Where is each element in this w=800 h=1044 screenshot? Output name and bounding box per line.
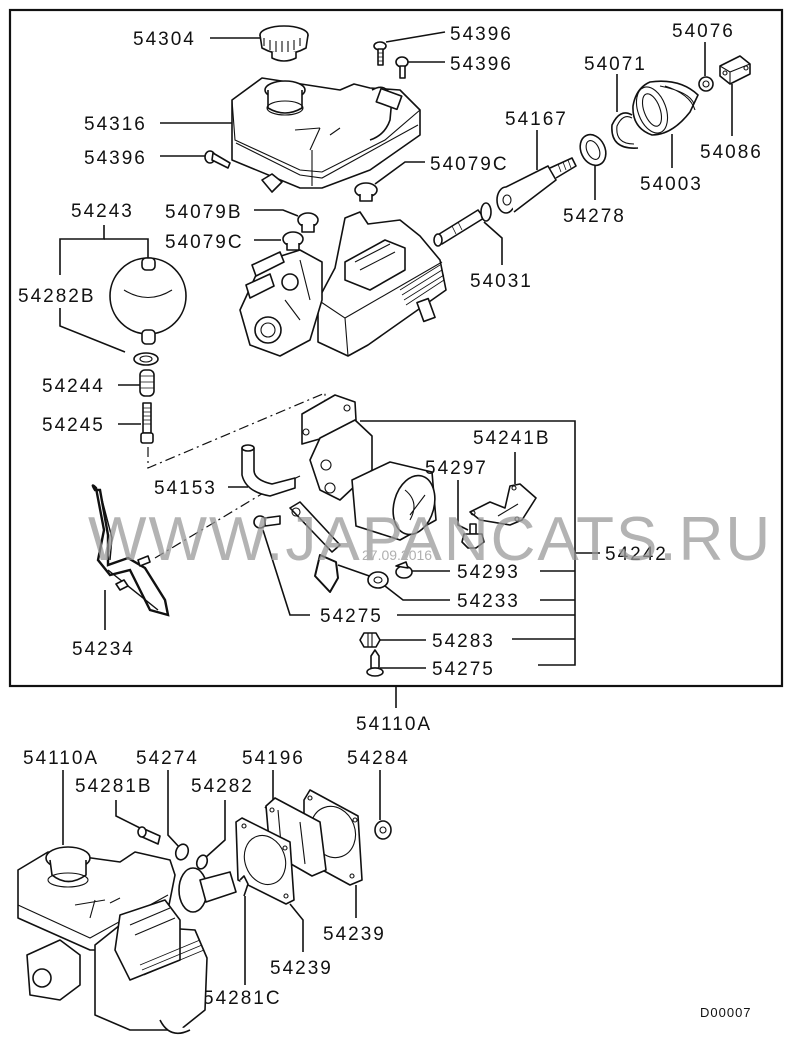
label-54079b[interactable]: 54079B [165, 202, 243, 223]
label-54239-b[interactable]: 54239 [270, 958, 333, 979]
o-ring-54282b-part[interactable] [133, 352, 159, 366]
clip-54293-part[interactable] [395, 561, 413, 579]
gasket-54239-front[interactable] [235, 817, 295, 905]
label-54244[interactable]: 54244 [42, 376, 105, 397]
leader-54243 [59, 225, 105, 275]
piston-54167-part[interactable] [496, 157, 577, 214]
screw-54275a-part[interactable] [253, 515, 281, 529]
leader-54274 [167, 770, 181, 849]
snap-ring-54071-part[interactable] [611, 112, 639, 149]
label-54243[interactable]: 54243 [71, 201, 134, 222]
bolt-54297-part[interactable] [461, 523, 485, 549]
plug-54079c-top[interactable] [354, 182, 378, 202]
label-54110a-main[interactable]: 54110A [356, 714, 432, 735]
bolt-54245-part[interactable] [140, 402, 154, 444]
label-54396-b[interactable]: 54396 [450, 54, 513, 75]
label-54396-c[interactable]: 54396 [84, 148, 147, 169]
label-54283[interactable]: 54283 [432, 631, 495, 652]
label-54079c[interactable]: 54079C [165, 232, 244, 253]
label-54396-a[interactable]: 54396 [450, 24, 513, 45]
leader-54233 [384, 585, 450, 601]
spring-54244-part[interactable] [139, 369, 155, 397]
plug-54079c-part[interactable] [282, 231, 304, 251]
nut-54284-part[interactable] [374, 820, 392, 840]
clip-54281c-part[interactable] [239, 875, 249, 897]
label-54275b[interactable]: 54275 [432, 659, 495, 680]
plug-54079b-part[interactable] [297, 212, 319, 233]
screw-54396-a[interactable] [373, 41, 387, 66]
label-54274[interactable]: 54274 [136, 748, 199, 769]
label-54167[interactable]: 54167 [505, 109, 568, 130]
clevis-54086-part[interactable] [719, 55, 751, 85]
label-54245[interactable]: 54245 [42, 415, 105, 436]
label-54239-a[interactable]: 54239 [323, 924, 386, 945]
label-54110a-lower[interactable]: 54110A [23, 748, 99, 769]
label-54234[interactable]: 54234 [72, 639, 135, 660]
label-54281b[interactable]: 54281B [75, 776, 153, 797]
label-54076[interactable]: 54076 [672, 21, 735, 42]
connector-line-a [147, 392, 326, 469]
watermark: WWW.JAPANCATS.RU [88, 505, 772, 574]
leader-54396-a [385, 31, 446, 43]
diagram-code: D00007 [700, 1005, 752, 1020]
reservoir-cap-part[interactable] [259, 25, 309, 62]
pin-54281b-part[interactable] [137, 826, 161, 845]
accumulator-54243-part[interactable] [109, 257, 187, 345]
pipe-54234-part[interactable] [91, 484, 170, 617]
reservoir-tank-part[interactable] [231, 77, 421, 193]
o-ring-54274-part[interactable] [174, 842, 191, 861]
label-54242[interactable]: 54242 [605, 544, 668, 565]
label-54282b[interactable]: 54282B [18, 286, 96, 307]
pipe-54233-part[interactable] [289, 501, 389, 593]
leader-54239-b [289, 903, 304, 952]
boot-54003-part[interactable] [631, 80, 699, 137]
leader-54282 [204, 800, 226, 859]
label-54278[interactable]: 54278 [563, 206, 626, 227]
label-54079c-top[interactable]: 54079C [430, 154, 509, 175]
leader-54031 [483, 221, 503, 265]
leader-54079b [254, 209, 299, 217]
label-54316[interactable]: 54316 [84, 114, 147, 135]
screw-54396-b[interactable] [395, 56, 409, 79]
label-54281c[interactable]: 54281C [203, 988, 282, 1009]
label-54031[interactable]: 54031 [470, 271, 533, 292]
date-stamp: 27.09.2016 [362, 547, 432, 563]
label-54153[interactable]: 54153 [154, 478, 217, 499]
label-54297[interactable]: 54297 [425, 458, 488, 479]
screw-54275b-part[interactable] [366, 649, 384, 677]
seal-54278-part[interactable] [575, 130, 610, 169]
label-54071[interactable]: 54071 [584, 54, 647, 75]
bracket-54241b-part[interactable] [469, 483, 537, 526]
leader-54243-b [104, 238, 149, 258]
leader-54079c-top [374, 161, 425, 185]
leader-54281b [115, 800, 141, 829]
label-54284[interactable]: 54284 [347, 748, 410, 769]
master-cylinder-assembly-part[interactable] [17, 846, 237, 1035]
label-54241b[interactable]: 54241B [473, 428, 551, 449]
group-bracket-54242 [360, 420, 576, 666]
label-54233[interactable]: 54233 [457, 591, 520, 612]
label-54275a[interactable]: 54275 [320, 606, 383, 627]
pushrod-54031-part[interactable] [433, 202, 492, 247]
label-54196[interactable]: 54196 [242, 748, 305, 769]
label-54282[interactable]: 54282 [191, 776, 254, 797]
screw-54396-c[interactable] [204, 150, 231, 169]
leader-54275a [262, 529, 310, 616]
leader-54282b [59, 308, 126, 353]
label-54304[interactable]: 54304 [133, 29, 196, 50]
o-ring-54282-part[interactable] [195, 854, 209, 871]
label-54086[interactable]: 54086 [700, 142, 763, 163]
hose-54153-part[interactable] [241, 444, 296, 497]
nut-54283-part[interactable] [359, 632, 381, 648]
pump-motor-part[interactable] [301, 394, 441, 541]
label-54003[interactable]: 54003 [640, 174, 703, 195]
label-54293[interactable]: 54293 [457, 562, 520, 583]
nut-54076-part[interactable] [698, 76, 714, 92]
hydraulic-unit-part[interactable] [239, 211, 447, 357]
leader-54297 [457, 480, 469, 531]
